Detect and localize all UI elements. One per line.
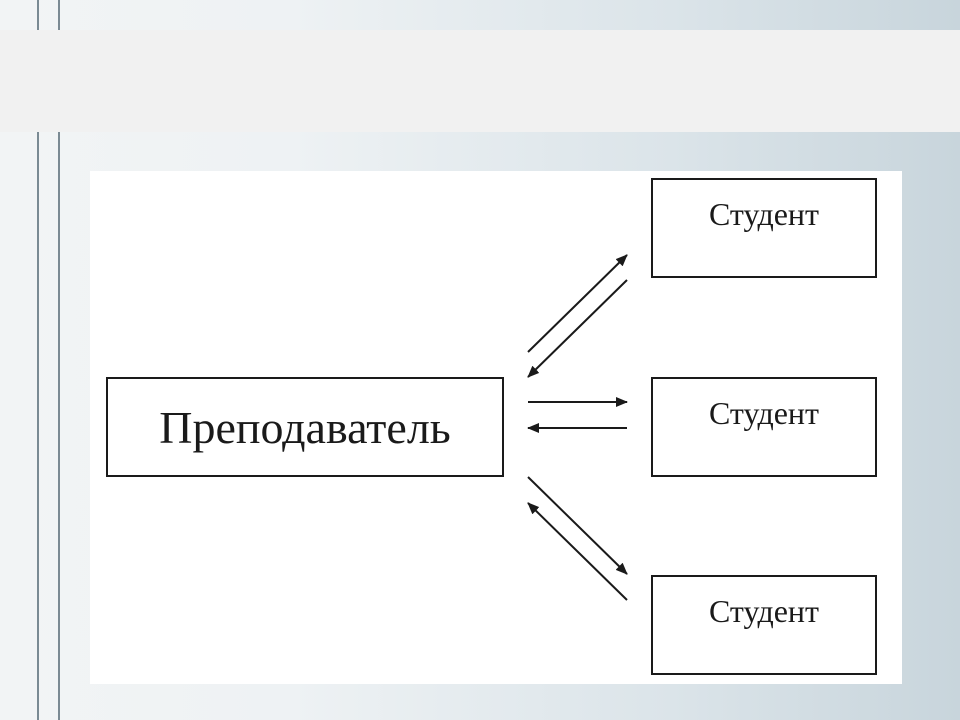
student-box-middle: Студент (651, 377, 877, 477)
student-box-top: Студент (651, 178, 877, 278)
teacher-label: Преподаватель (159, 401, 451, 453)
teacher-box: Преподаватель (106, 377, 504, 477)
left-divider-line (37, 0, 39, 720)
arrow-teacher-to-student-top (527, 254, 628, 353)
left-divider-line-inner (58, 0, 60, 720)
arrow-teacher-to-student-bottom (527, 476, 628, 575)
title-placeholder-band (0, 30, 960, 132)
arrow-student-bottom-to-teacher (527, 502, 628, 601)
student-box-bottom: Студент (651, 575, 877, 675)
student-label-bottom: Студент (708, 593, 820, 629)
arrow-student-top-to-teacher (527, 279, 628, 378)
student-label-middle: Студент (708, 395, 820, 431)
student-label-top: Студент (708, 196, 820, 232)
